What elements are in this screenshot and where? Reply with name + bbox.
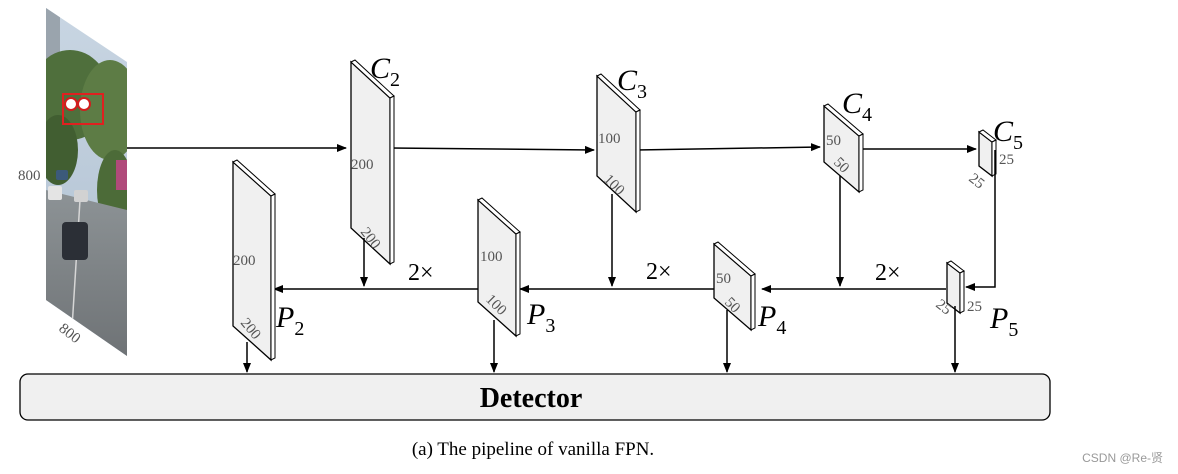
c5-dim-a: 25 bbox=[999, 152, 1014, 168]
p5-dim-a: 25 bbox=[967, 299, 982, 315]
detector-box: Detector bbox=[19, 373, 1051, 421]
upsample-label-p5: 2× bbox=[875, 260, 901, 286]
feature-map-c4: 50 50 C4 bbox=[823, 87, 872, 194]
feature-map-p2: 200 200 P2 bbox=[232, 159, 304, 362]
p3-dim-a: 100 bbox=[480, 249, 503, 265]
p2-dim-a: 200 bbox=[233, 253, 256, 269]
p4-label: P4 bbox=[757, 300, 786, 339]
feature-map-c5: 25 25 C5 bbox=[966, 115, 1023, 192]
input-width-label: 800 bbox=[56, 321, 84, 347]
input-height-label: 800 bbox=[18, 168, 41, 184]
c3-to-c4-arrow bbox=[635, 143, 821, 152]
feature-map-p3: 100 100 P3 bbox=[477, 197, 555, 338]
c4-label: C4 bbox=[842, 87, 872, 126]
p4-dim-a: 50 bbox=[716, 271, 731, 287]
feature-map-c3: 100 100 C3 bbox=[596, 64, 647, 214]
p5-label: P5 bbox=[989, 302, 1018, 341]
c5-label: C5 bbox=[993, 115, 1023, 154]
upsample-label-p4: 2× bbox=[646, 259, 672, 285]
c3-label: C3 bbox=[617, 64, 647, 103]
figure-caption: (a) The pipeline of vanilla FPN. bbox=[412, 439, 654, 460]
c5-to-p5-arrow bbox=[965, 150, 996, 291]
c2-dim-a: 200 bbox=[351, 157, 374, 173]
c2-label: C2 bbox=[370, 52, 400, 91]
p3-label: P3 bbox=[526, 298, 555, 337]
watermark: CSDN @Re-贤 bbox=[1082, 451, 1163, 465]
c5-dim-b: 25 bbox=[966, 171, 988, 193]
p2-label: P2 bbox=[275, 301, 304, 340]
feature-map-p4: 50 50 P4 bbox=[713, 241, 786, 339]
detector-label: Detector bbox=[480, 383, 583, 414]
feature-map-p5: 25 25 P5 bbox=[933, 260, 1018, 341]
feature-map-c2: 200 200 C2 bbox=[350, 52, 400, 266]
c2-to-c3-arrow bbox=[389, 145, 595, 154]
upsample-label-p3: 2× bbox=[408, 260, 434, 286]
c4-dim-a: 50 bbox=[826, 133, 841, 149]
c3-dim-a: 100 bbox=[598, 131, 621, 147]
input-image: 800 800 bbox=[18, 8, 127, 356]
